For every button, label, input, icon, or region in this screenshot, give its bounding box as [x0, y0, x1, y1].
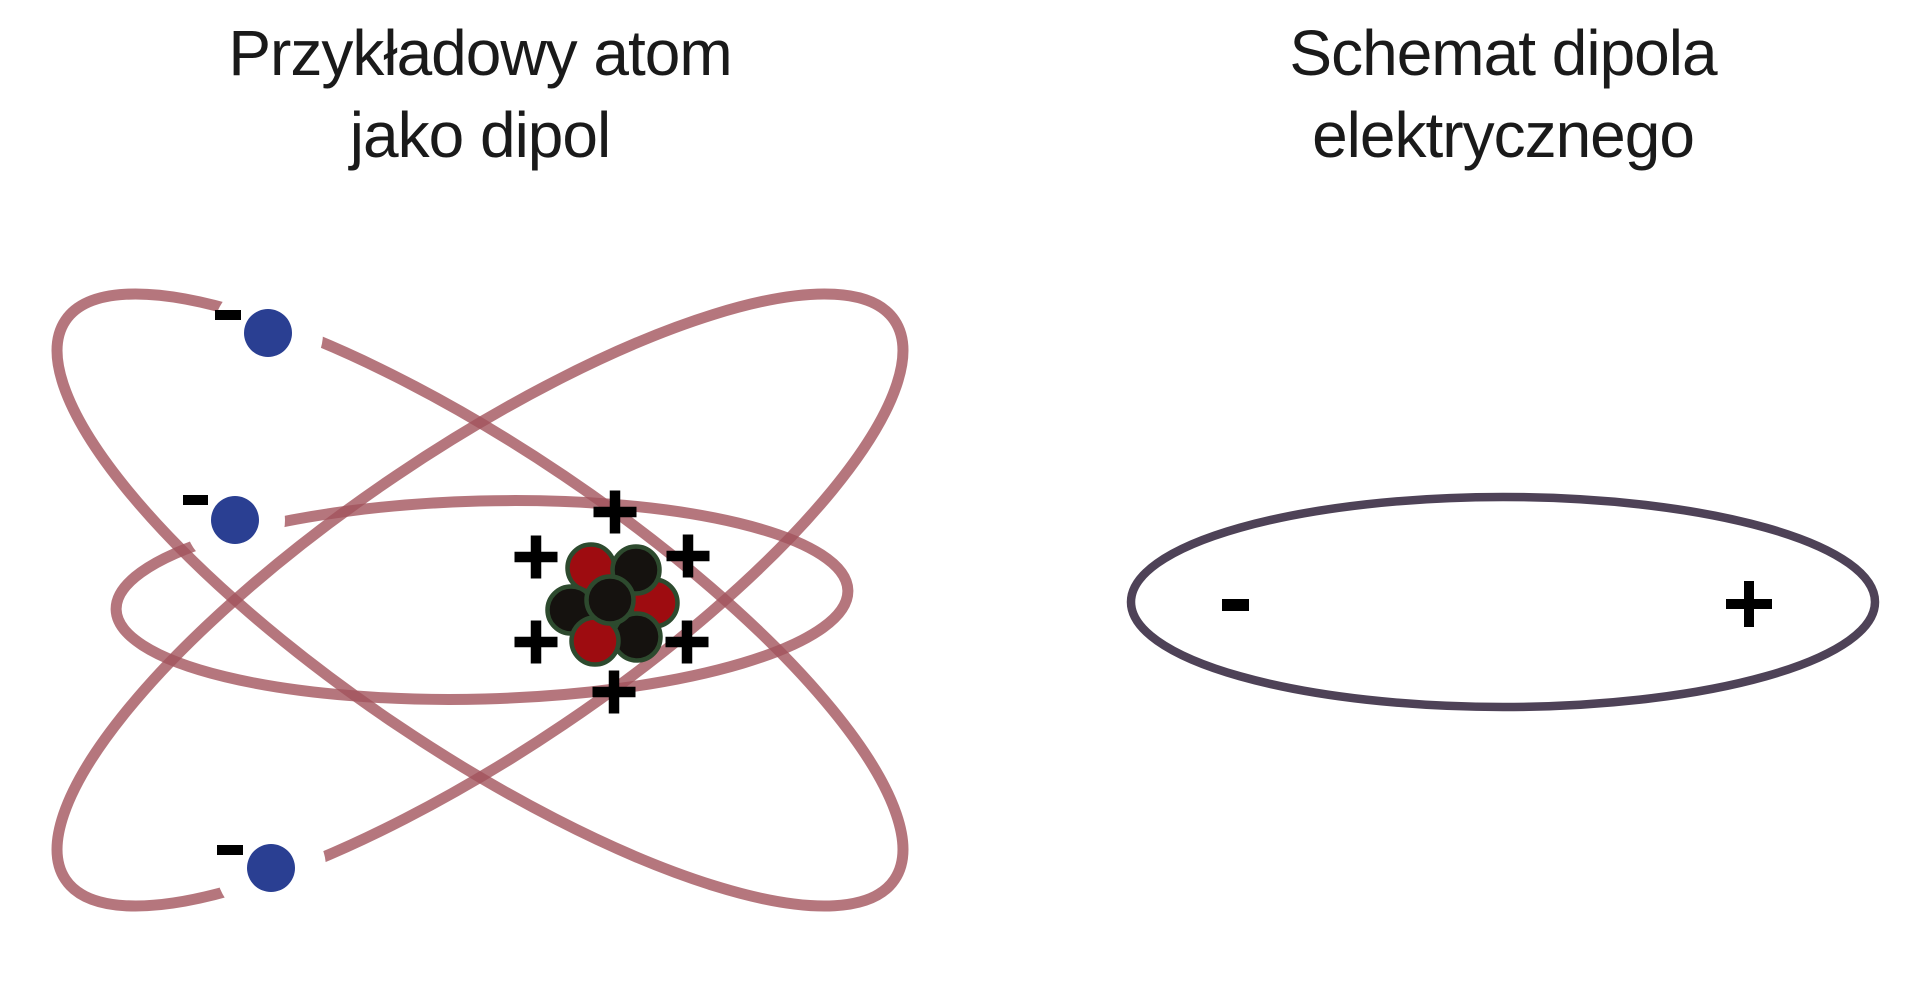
- minus-icon: [215, 310, 241, 320]
- plus-icon-vbar: [1744, 581, 1754, 627]
- right-title-line-1: Schemat dipola: [1289, 17, 1717, 89]
- electrons: [183, 309, 295, 892]
- electron: [211, 496, 259, 544]
- plus-icon: [514, 535, 558, 579]
- nucleus-plus-signs: [514, 490, 710, 714]
- plus-icon-vbar: [682, 534, 694, 578]
- plus-icon: [592, 670, 636, 714]
- plus-icon-vbar: [530, 620, 542, 664]
- electron: [247, 844, 295, 892]
- electron-orbits: [51, 288, 909, 912]
- electron: [244, 309, 292, 357]
- minus-icon: [183, 495, 208, 505]
- plus-icon: [666, 534, 710, 578]
- plus-icon-vbar: [608, 670, 620, 714]
- neutron: [584, 574, 636, 626]
- dipole-ellipse: [1126, 492, 1880, 712]
- nucleus: [545, 542, 680, 667]
- plus-icon: [593, 490, 637, 534]
- electric-dipole-schematic: [1126, 492, 1880, 712]
- electron-orbit-1: [51, 288, 909, 912]
- electron-orbit-2: [51, 288, 909, 912]
- plus-icon-vbar: [609, 490, 621, 534]
- plus-icon-vbar: [530, 535, 542, 579]
- left-diagram-title: Przykładowy atom jako dipol: [80, 12, 880, 176]
- left-title-line-2: jako dipol: [349, 99, 611, 171]
- right-diagram-title: Schemat dipola elektrycznego: [1103, 12, 1903, 176]
- minus-icon: [217, 845, 243, 855]
- plus-icon-vbar: [681, 620, 693, 664]
- right-title-line-2: elektrycznego: [1312, 99, 1695, 171]
- minus-icon: [1222, 599, 1249, 611]
- left-title-line-1: Przykładowy atom: [228, 17, 732, 89]
- electron-orbit-3: [110, 495, 854, 705]
- plus-icon: [1726, 581, 1772, 627]
- plus-icon: [514, 620, 558, 664]
- plus-icon: [665, 620, 709, 664]
